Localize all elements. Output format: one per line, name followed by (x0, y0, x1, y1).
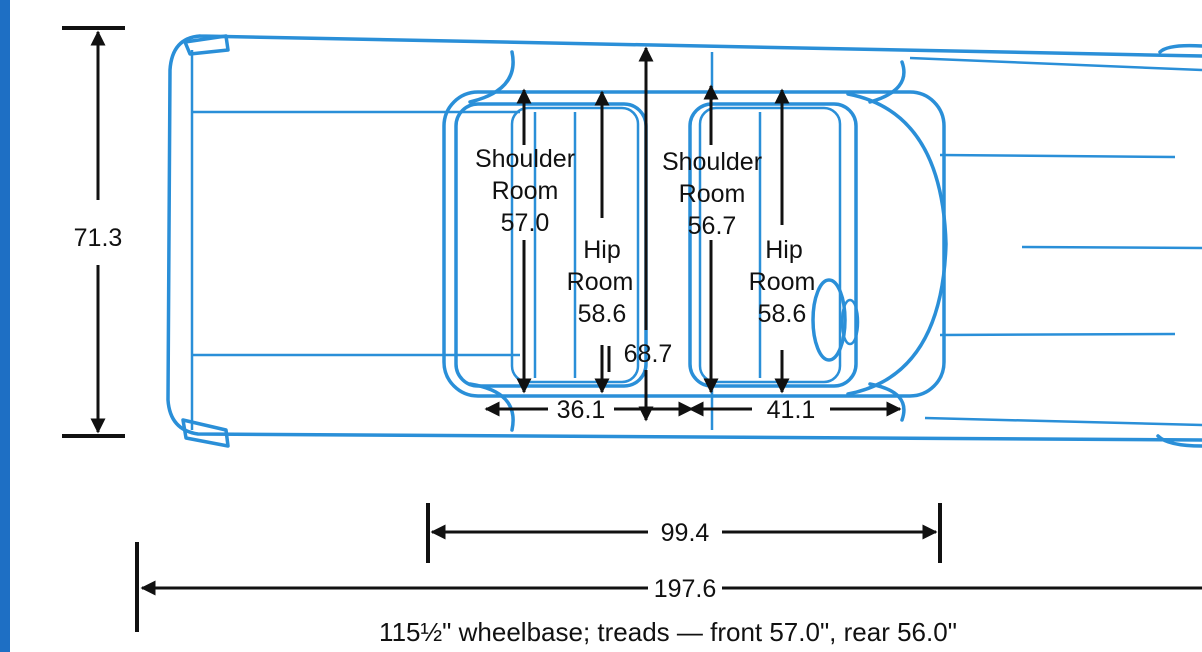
front-hip-label-line2: Room (749, 268, 816, 296)
interior-length-value: 68.7 (624, 340, 673, 368)
rear-shoulder-label-line2: Room (492, 177, 559, 205)
overall-length-value: 197.6 (654, 575, 717, 603)
rear-hip-label-line2: Room (567, 268, 634, 296)
rear-hip-label-line1: Hip (583, 236, 621, 264)
interior-arrows (484, 46, 902, 422)
overall-length-dimension (135, 542, 1202, 632)
rear-shoulder-label-line1: Shoulder (475, 145, 575, 173)
car-outline (166, 34, 1202, 448)
front-hip-label-line1: Hip (765, 236, 803, 264)
front-hip-value: 58.6 (758, 300, 807, 328)
rear-shoulder-value: 57.0 (501, 209, 550, 237)
front-legroom-value: 41.1 (767, 396, 816, 424)
front-shoulder-label-line1: Shoulder (662, 148, 762, 176)
wheelbase-span-value: 99.4 (661, 519, 710, 547)
left-edge-band (0, 0, 10, 652)
rear-hip-value: 58.6 (578, 300, 627, 328)
front-shoulder-label-line2: Room (679, 180, 746, 208)
width-dimension (62, 26, 125, 438)
caption: 115½" wheelbase; treads — front 57.0", r… (379, 617, 957, 647)
front-shoulder-value: 56.7 (688, 212, 737, 240)
rear-legroom-value: 36.1 (557, 396, 606, 424)
overall-width-label: 71.3 (74, 224, 123, 252)
wheelbase-span-dimension (426, 503, 942, 563)
